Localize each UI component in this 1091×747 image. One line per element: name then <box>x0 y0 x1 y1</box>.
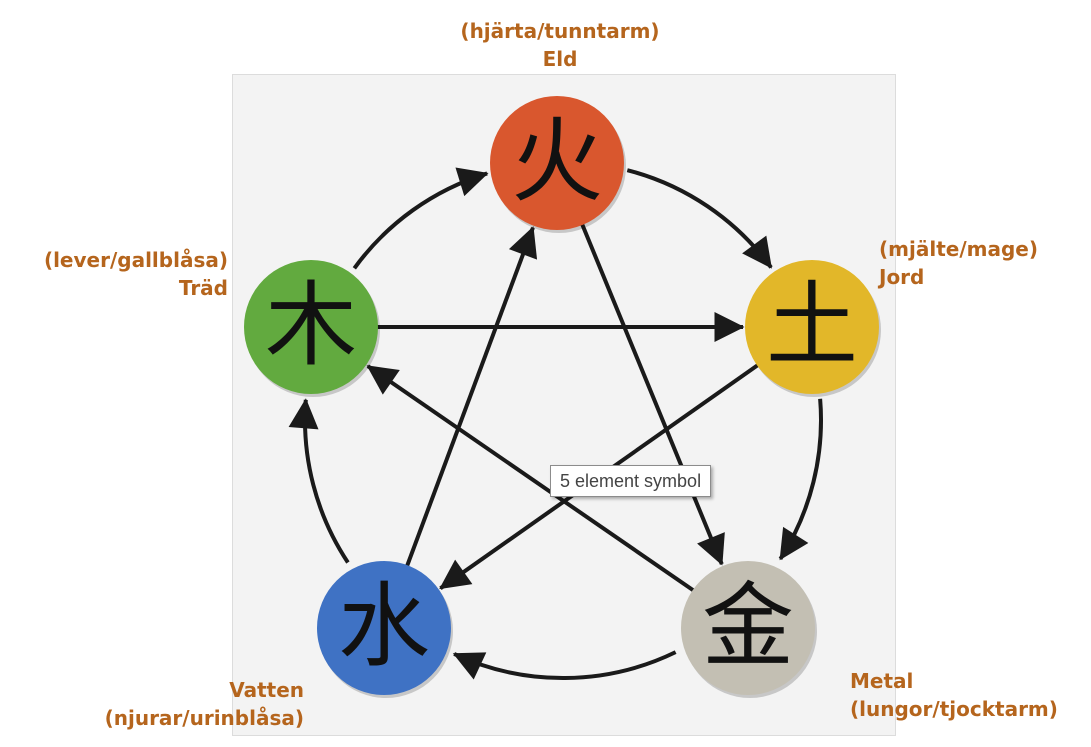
water-organs: (njurar/urinblåsa) <box>104 706 304 730</box>
metal-element-circle: 金 <box>681 561 817 698</box>
fire-element-circle: 火 <box>490 96 626 233</box>
metal-organs: (lungor/tjocktarm) <box>850 697 1058 721</box>
earth-name: Jord <box>879 265 925 289</box>
wood-label: (lever/gallblåsa) Träd <box>44 246 228 302</box>
metal-character: 金 <box>702 573 794 680</box>
controlling-arrow-metal-wood <box>366 364 696 593</box>
generating-arrow-fire-earth <box>626 168 773 269</box>
earth-organs: (mjälte/mage) <box>879 237 1038 261</box>
generating-arrow-earth-metal <box>778 398 823 561</box>
wood-element-circle: 木 <box>244 260 380 397</box>
image-tooltip: 5 element symbol <box>550 465 712 497</box>
earth-element-circle: 土 <box>745 260 881 397</box>
controlling-arrow-water-fire <box>404 226 538 568</box>
water-name: Vatten <box>229 678 304 702</box>
generating-arrow-water-wood <box>288 398 350 564</box>
fire-character: 火 <box>511 108 603 215</box>
water-label: Vatten (njurar/urinblåsa) <box>105 676 304 732</box>
fire-name: Eld <box>542 47 578 71</box>
generating-arrow-metal-water <box>452 650 677 680</box>
water-character: 水 <box>338 573 430 680</box>
water-element-circle: 水 <box>317 561 453 698</box>
controlling-arrow-fire-metal <box>579 222 725 566</box>
wood-name: Träd <box>178 276 228 300</box>
metal-name: Metal <box>850 669 914 693</box>
generating-arrow-wood-fire <box>352 167 489 270</box>
metal-label: Metal (lungor/tjocktarm) <box>850 667 1058 723</box>
wood-character: 木 <box>265 272 357 379</box>
earth-character: 土 <box>766 272 858 379</box>
wood-organs: (lever/gallblåsa) <box>43 248 228 272</box>
fire-label: (hjärta/tunntarm) Eld <box>420 17 700 73</box>
earth-label: (mjälte/mage) Jord <box>879 235 1038 291</box>
fire-organs: (hjärta/tunntarm) <box>460 19 660 43</box>
